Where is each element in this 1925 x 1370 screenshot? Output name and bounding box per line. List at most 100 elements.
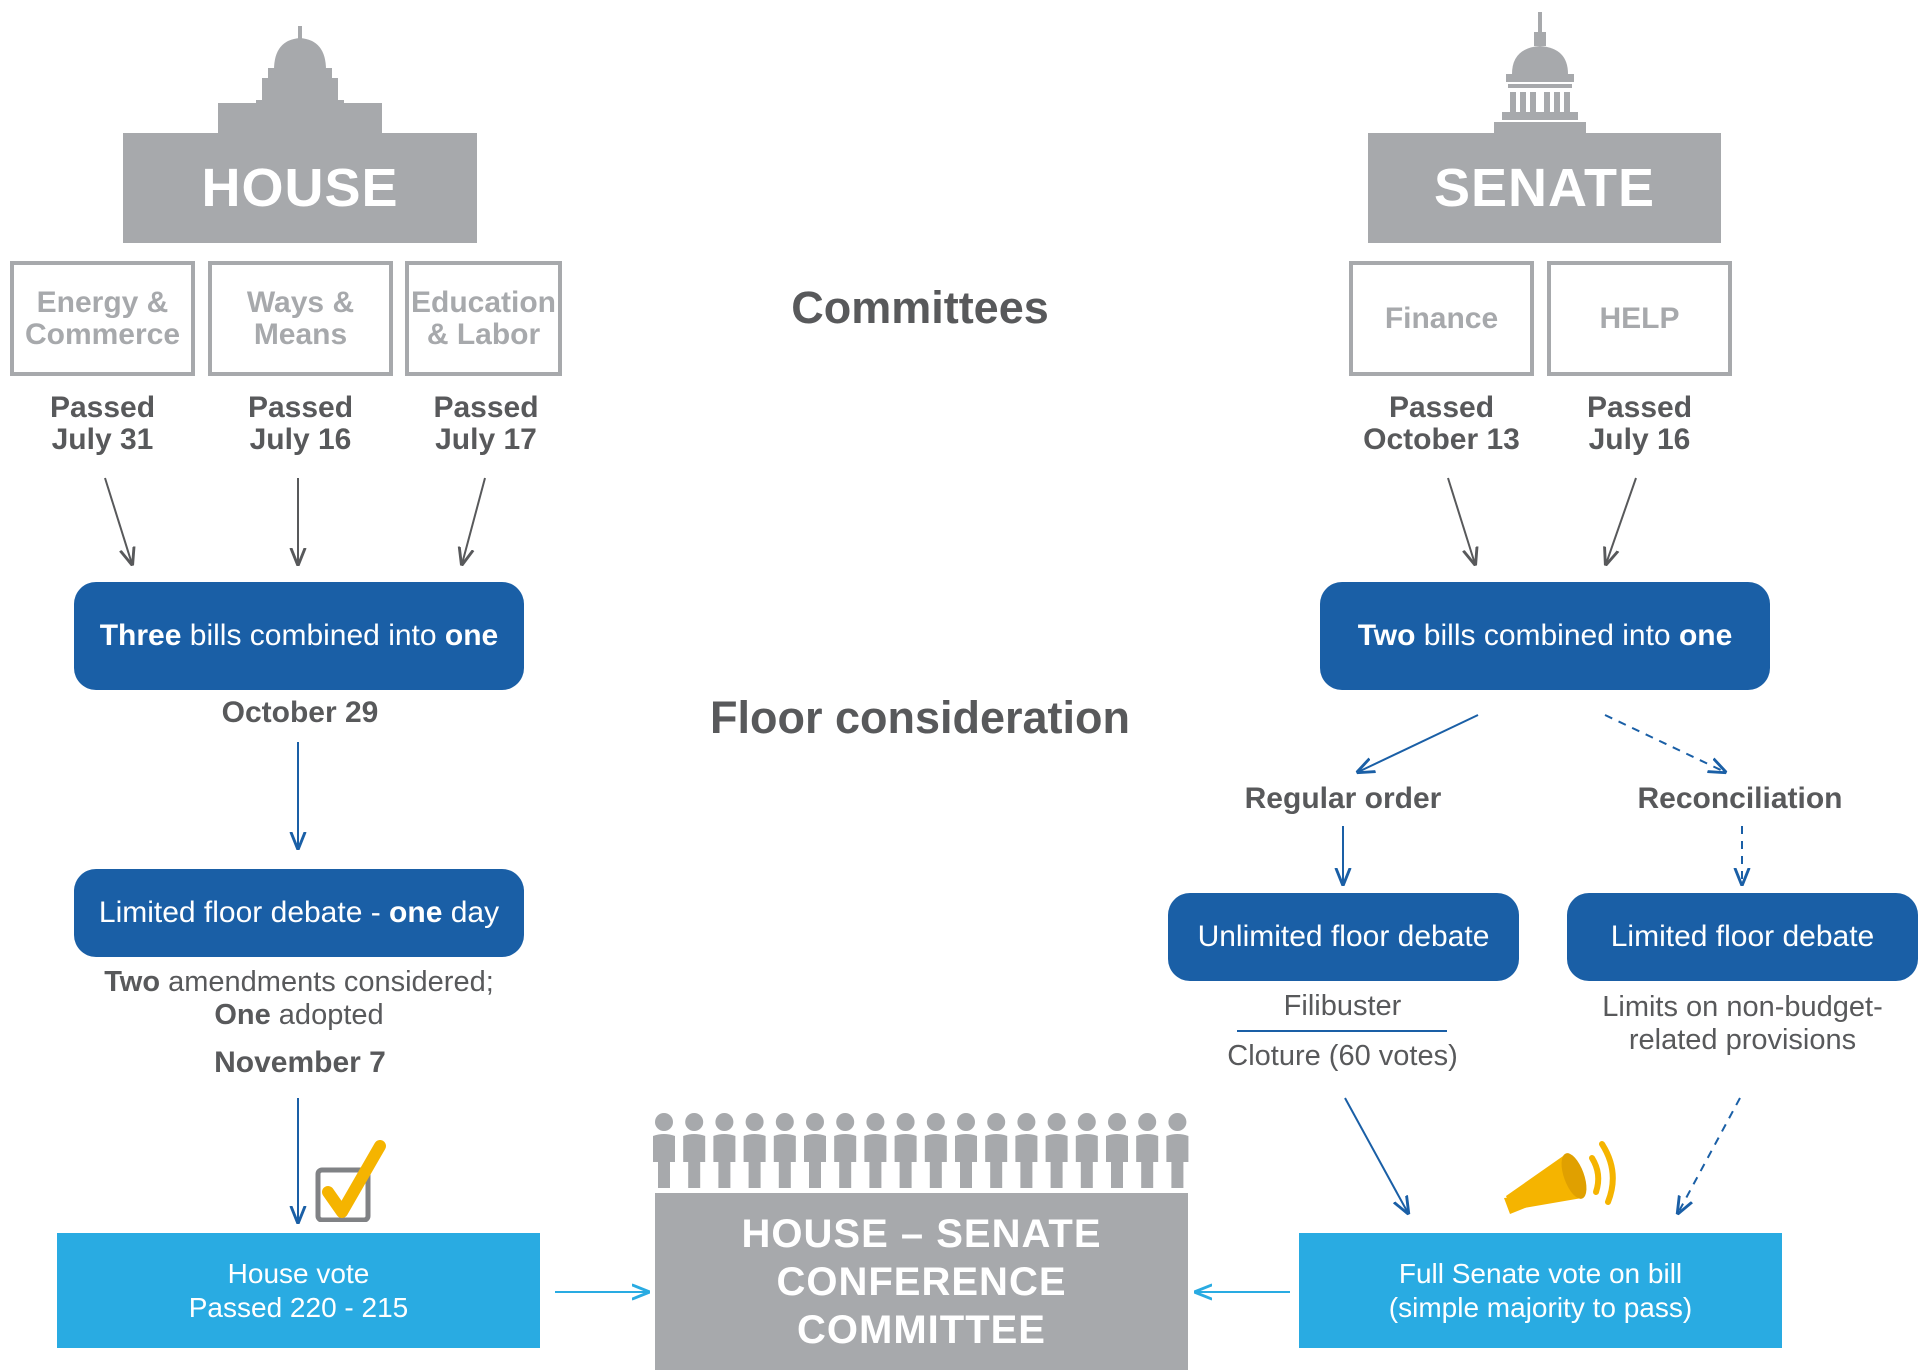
arrow-help-to-combined — [1606, 477, 1637, 564]
senate-combined-box: Two bills combined into one — [1320, 582, 1770, 690]
person-figure — [1166, 1113, 1189, 1188]
passed-label: Passed — [1586, 391, 1693, 424]
combined-count: Three — [99, 619, 182, 652]
arrow-senate-to-regular — [1358, 714, 1479, 772]
committees-label: Committees — [791, 282, 1049, 333]
person-figure — [653, 1113, 675, 1188]
house-vote-box: House vote Passed 220 - 215 — [57, 1233, 540, 1348]
committee-help: HELP — [1547, 261, 1732, 376]
amend-two: Two — [104, 966, 161, 998]
house-amendments: Two amendments considered; One adopted — [74, 966, 524, 1032]
committee-name-line1: Education — [410, 285, 556, 319]
passed-label: Passed — [1388, 391, 1495, 424]
person-figure — [683, 1113, 706, 1188]
house-title: HOUSE — [123, 133, 477, 243]
combined-text: bills combined into — [181, 619, 445, 652]
arrow-senate-to-reconciliation — [1604, 714, 1725, 772]
committee-name-line1: Energy & — [36, 285, 169, 319]
combined-one: one — [1678, 619, 1733, 652]
person-figure — [864, 1113, 887, 1188]
passed-ways-means: Passed July 16 — [208, 392, 393, 456]
passed-label: Passed — [49, 391, 156, 424]
debate-text: Limited floor debate - — [98, 896, 390, 929]
house-amend-date: November 7 — [214, 1046, 386, 1079]
limited-debate-box: Limited floor debate — [1567, 893, 1918, 981]
debate-day: day — [442, 896, 500, 929]
capitol-dome-icon — [1494, 12, 1586, 134]
conference-line1: HOUSE – SENATE — [741, 1211, 1102, 1256]
committee-ways-means: Ways & Means — [208, 261, 393, 376]
senate-vote-line2: (simple majority to pass) — [1388, 1291, 1693, 1323]
combined-text: bills combined into — [1415, 619, 1679, 652]
passed-date: October 13 — [1363, 423, 1520, 456]
passed-education-labor: Passed July 17 — [400, 392, 572, 456]
committee-name: Finance — [1384, 301, 1499, 335]
committee-education-labor: Education & Labor — [405, 261, 562, 376]
limits-line1: Limits on non-budget- — [1602, 991, 1883, 1023]
person-figure — [743, 1113, 766, 1188]
checkbox-checked-icon — [315, 1140, 386, 1222]
arrow-cloture-to-senate-vote — [1344, 1097, 1408, 1213]
senate-vote-box: Full Senate vote on bill (simple majorit… — [1299, 1233, 1782, 1348]
megaphone-icon — [1504, 1141, 1616, 1214]
senate-vote-line1: Full Senate vote on bill — [1398, 1257, 1683, 1289]
person-figure — [1106, 1113, 1128, 1188]
combined-count: Two — [1357, 619, 1416, 652]
committee-energy-commerce: Energy & Commerce — [10, 261, 195, 376]
amend-considered: amendments considered; — [160, 966, 494, 998]
debate-one: one — [389, 896, 443, 929]
house-debate-box: Limited floor debate - one day — [74, 869, 524, 957]
conference-committee-box: HOUSE – SENATE CONFERENCE COMMITTEE — [655, 1193, 1188, 1370]
person-figure — [773, 1113, 796, 1188]
passed-help: Passed July 16 — [1547, 392, 1732, 456]
house-combined-box: Three bills combined into one — [74, 582, 524, 690]
person-figure — [804, 1113, 826, 1188]
person-figure — [985, 1113, 1008, 1188]
capitol-dome-icon — [218, 26, 382, 140]
conference-line2: CONFERENCE COMMITTEE — [776, 1259, 1067, 1352]
passed-date: July 16 — [249, 423, 352, 456]
limits-provisions: Limits on non-budget- related provisions — [1560, 991, 1925, 1057]
cloture-label: Cloture (60 votes) — [1227, 1040, 1458, 1072]
committee-finance: Finance — [1349, 261, 1534, 376]
committee-name-line1: Ways & — [246, 285, 355, 319]
passed-energy-commerce: Passed July 31 — [10, 392, 195, 456]
person-figure — [955, 1113, 977, 1188]
person-figure — [1045, 1113, 1068, 1188]
person-figure — [894, 1113, 917, 1188]
passed-date: July 31 — [51, 423, 154, 456]
passed-date: July 17 — [435, 423, 537, 456]
person-figure — [713, 1113, 736, 1188]
limits-line2: related provisions — [1628, 1024, 1857, 1056]
people-row-icon — [653, 1113, 1189, 1188]
house-vote-line1: House vote — [227, 1257, 370, 1289]
person-figure — [1015, 1113, 1038, 1188]
regular-order-label: Regular order — [1244, 782, 1442, 815]
amend-one: One — [214, 999, 271, 1031]
passed-date: July 16 — [1588, 423, 1691, 456]
unlimited-debate-box: Unlimited floor debate — [1168, 893, 1519, 981]
senate-title: SENATE — [1368, 133, 1721, 243]
arrow-energy-to-combined — [104, 477, 132, 564]
person-figure — [1136, 1113, 1159, 1188]
committee-name-line2: & Labor — [426, 317, 541, 351]
arrow-limits-to-senate-vote — [1678, 1097, 1741, 1213]
person-figure — [1075, 1113, 1098, 1188]
passed-finance: Passed October 13 — [1349, 392, 1534, 456]
filibuster-label: Filibuster — [1283, 990, 1402, 1022]
house-vote-line2: Passed 220 - 215 — [188, 1291, 409, 1323]
reconciliation-label: Reconciliation — [1637, 782, 1843, 815]
house-combined-date: October 29 — [221, 696, 379, 729]
arrow-education-to-combined — [462, 477, 486, 564]
combined-one: one — [444, 619, 499, 652]
amend-adopted: adopted — [270, 999, 384, 1031]
arrow-finance-to-combined — [1447, 477, 1475, 564]
person-figure — [924, 1113, 947, 1188]
committee-name: HELP — [1599, 301, 1680, 335]
passed-label: Passed — [247, 391, 354, 424]
passed-label: Passed — [433, 391, 539, 424]
committee-name-line2: Means — [253, 317, 348, 351]
committee-name-line2: Commerce — [24, 317, 181, 351]
person-figure — [834, 1113, 857, 1188]
